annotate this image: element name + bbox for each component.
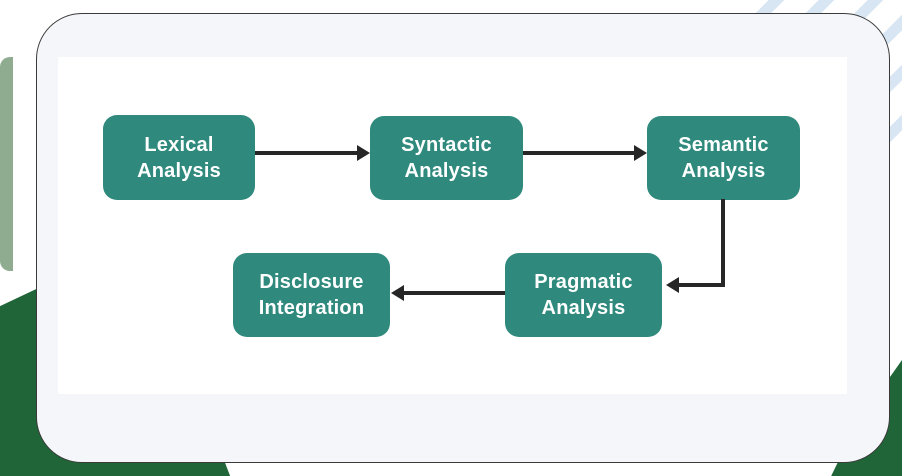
sage-accent-shape	[0, 57, 13, 271]
edge-pragmatic-to-disclosure-line	[404, 291, 505, 295]
edge-pragmatic-to-disclosure-arrowhead-icon	[391, 285, 404, 301]
diagram-panel	[58, 57, 847, 394]
edge-syntactic-to-semantic-line	[523, 151, 634, 155]
edge-semantic-to-pragmatic-horizontal-line	[679, 283, 725, 287]
node-pragmatic-analysis: Pragmatic Analysis	[505, 253, 662, 337]
edge-semantic-to-pragmatic-arrowhead-icon	[666, 277, 679, 293]
edge-lexical-to-syntactic-line	[255, 151, 357, 155]
node-disclosure-integration: Disclosure Integration	[233, 253, 390, 337]
edge-semantic-to-pragmatic-vertical-line	[721, 199, 725, 287]
edge-lexical-to-syntactic-arrowhead-icon	[357, 145, 370, 161]
node-syntactic-analysis: Syntactic Analysis	[370, 116, 523, 200]
node-lexical-analysis: Lexical Analysis	[103, 115, 255, 200]
node-semantic-analysis: Semantic Analysis	[647, 116, 800, 200]
edge-syntactic-to-semantic-arrowhead-icon	[634, 145, 647, 161]
